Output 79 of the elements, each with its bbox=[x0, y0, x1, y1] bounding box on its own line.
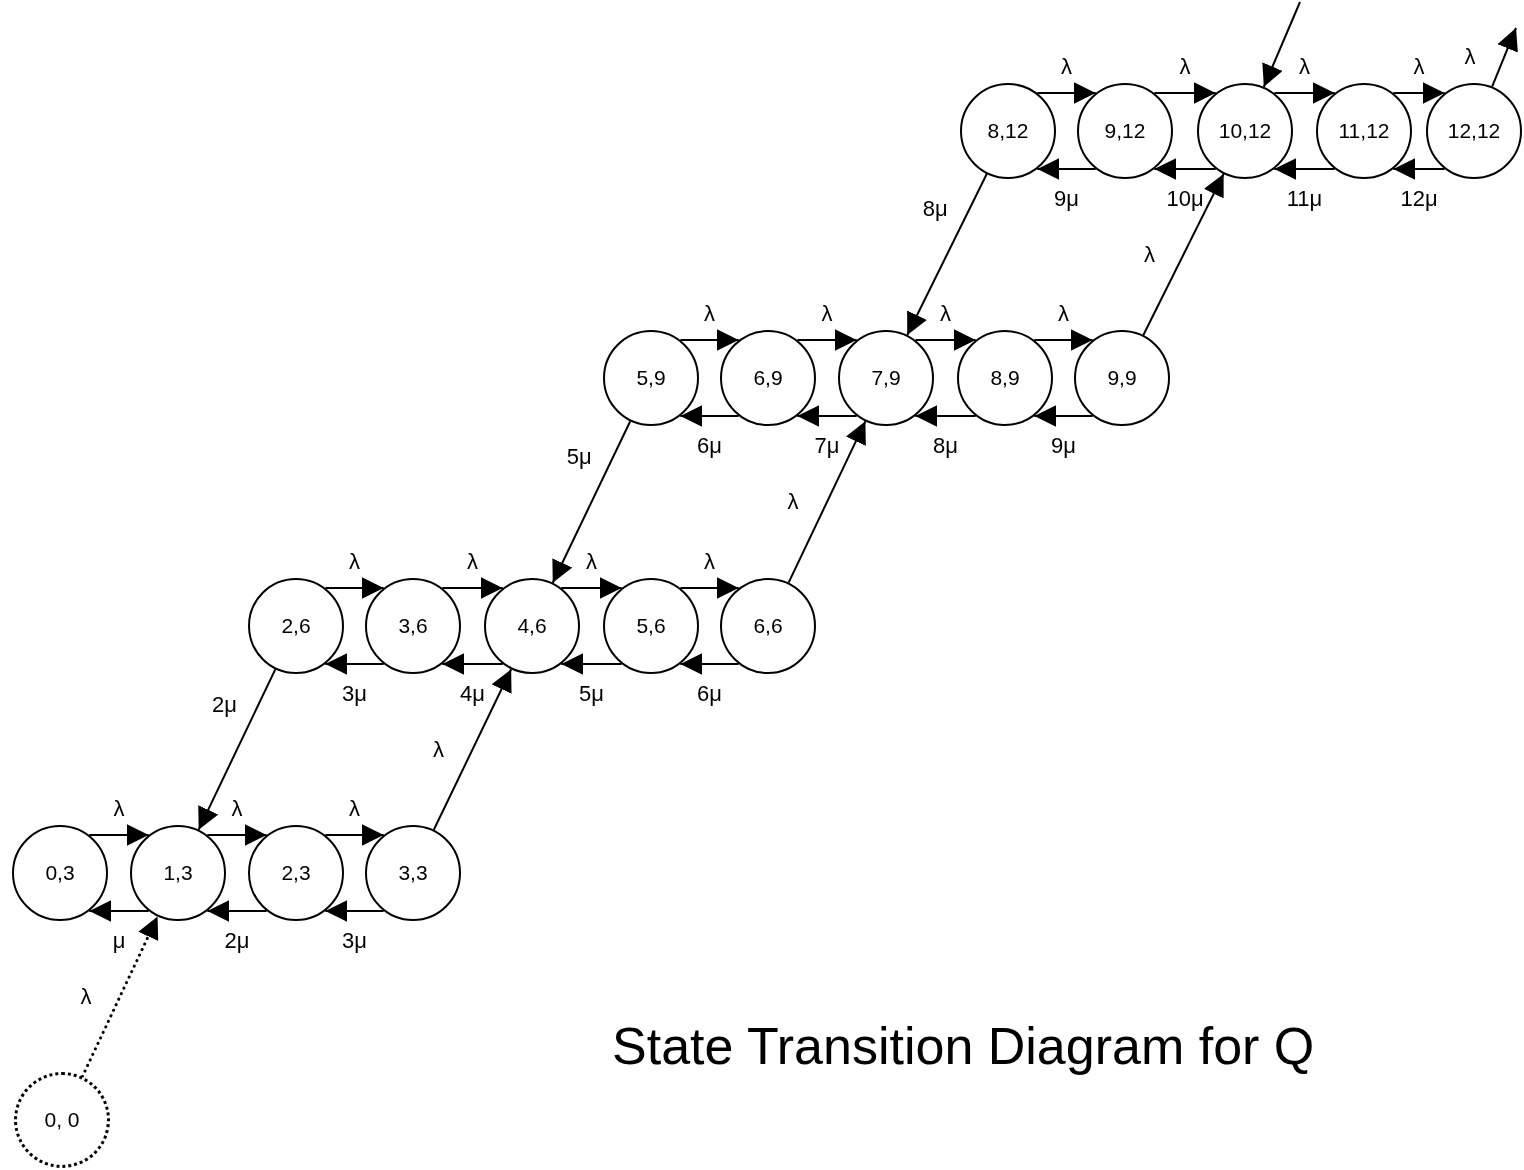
arrow bbox=[1491, 27, 1518, 88]
arrow bbox=[206, 900, 268, 922]
arrow bbox=[197, 668, 277, 831]
arrow bbox=[206, 824, 268, 846]
arrow bbox=[679, 405, 740, 427]
arrow bbox=[914, 405, 977, 427]
edge-label: 3μ bbox=[341, 683, 368, 705]
edge-label: 7μ bbox=[813, 435, 841, 457]
arrow bbox=[80, 914, 160, 1079]
state-label: 2,3 bbox=[281, 861, 311, 885]
arrow bbox=[88, 900, 150, 922]
edge-label: 9μ bbox=[1053, 188, 1080, 210]
arrow bbox=[88, 824, 150, 846]
arrow bbox=[1153, 158, 1217, 180]
state-label: 0, 0 bbox=[44, 1108, 80, 1132]
arrow bbox=[324, 824, 385, 846]
arrow bbox=[787, 420, 867, 584]
arrow bbox=[1036, 158, 1097, 180]
state-label: 9,12 bbox=[1104, 119, 1146, 143]
arrow bbox=[1392, 158, 1446, 180]
arrow bbox=[441, 653, 504, 675]
state-label: 11,12 bbox=[1338, 119, 1390, 143]
state-label: 8,9 bbox=[990, 366, 1020, 390]
arrow bbox=[679, 577, 740, 599]
state-label: 9,9 bbox=[1107, 366, 1137, 390]
arrow bbox=[1036, 82, 1097, 104]
state-circle bbox=[1197, 83, 1293, 179]
edge-label: 5μ bbox=[578, 683, 605, 705]
edge-label: 6μ bbox=[696, 683, 723, 705]
arrow bbox=[906, 173, 988, 336]
state-circle bbox=[484, 578, 580, 674]
arrow bbox=[551, 420, 632, 584]
arrow bbox=[679, 653, 740, 675]
edge-label: 3μ bbox=[341, 930, 368, 952]
arrow bbox=[914, 329, 977, 351]
edge-label: 2μ bbox=[223, 930, 251, 952]
arrow bbox=[1273, 82, 1336, 104]
arrow bbox=[796, 329, 858, 351]
state-label: 6,9 bbox=[753, 366, 783, 390]
state-circle bbox=[130, 825, 226, 921]
arrow bbox=[324, 577, 385, 599]
state-label: 12,12 bbox=[1447, 119, 1501, 143]
state-label: 5,9 bbox=[636, 366, 666, 390]
edge-label: 8μ bbox=[932, 435, 959, 457]
state-label: 10,12 bbox=[1218, 119, 1272, 143]
edge-label: 4μ bbox=[459, 683, 486, 705]
state-label: 3,6 bbox=[398, 614, 428, 638]
arrow bbox=[1033, 329, 1094, 351]
state-label: 1,3 bbox=[163, 861, 193, 885]
state-circle bbox=[838, 330, 934, 426]
edge-label: 12μ bbox=[1399, 188, 1439, 210]
arrow bbox=[560, 653, 623, 675]
state-label: 0,3 bbox=[45, 861, 75, 885]
state-label: 5,6 bbox=[636, 614, 666, 638]
arrow bbox=[432, 668, 513, 831]
state-label: 6,6 bbox=[753, 614, 783, 638]
arrow bbox=[441, 577, 504, 599]
arrow bbox=[324, 900, 385, 922]
edge-label: 11μ bbox=[1285, 188, 1324, 210]
state-label: 3,3 bbox=[398, 861, 428, 885]
state-label: 7,9 bbox=[871, 366, 901, 390]
arrow bbox=[1033, 405, 1094, 427]
arrow bbox=[796, 405, 858, 427]
edge-label: 8μ bbox=[921, 198, 949, 221]
arrow bbox=[1392, 82, 1446, 104]
state-label: 2,6 bbox=[281, 614, 311, 638]
arrow bbox=[1262, 1, 1301, 88]
state-label: 8,12 bbox=[987, 119, 1029, 143]
edge-label: 6μ bbox=[696, 435, 723, 457]
diagram-title: State Transition Diagram for Q bbox=[612, 1018, 1315, 1076]
edge-label: 10μ bbox=[1165, 188, 1205, 210]
arrow bbox=[324, 653, 385, 675]
state-label: 4,6 bbox=[517, 614, 547, 638]
arrow bbox=[679, 329, 740, 351]
edge-label: 9μ bbox=[1050, 435, 1077, 457]
arrow bbox=[1273, 158, 1336, 180]
arrow bbox=[560, 577, 623, 599]
arrow bbox=[1142, 172, 1225, 337]
arrow bbox=[1153, 82, 1217, 104]
